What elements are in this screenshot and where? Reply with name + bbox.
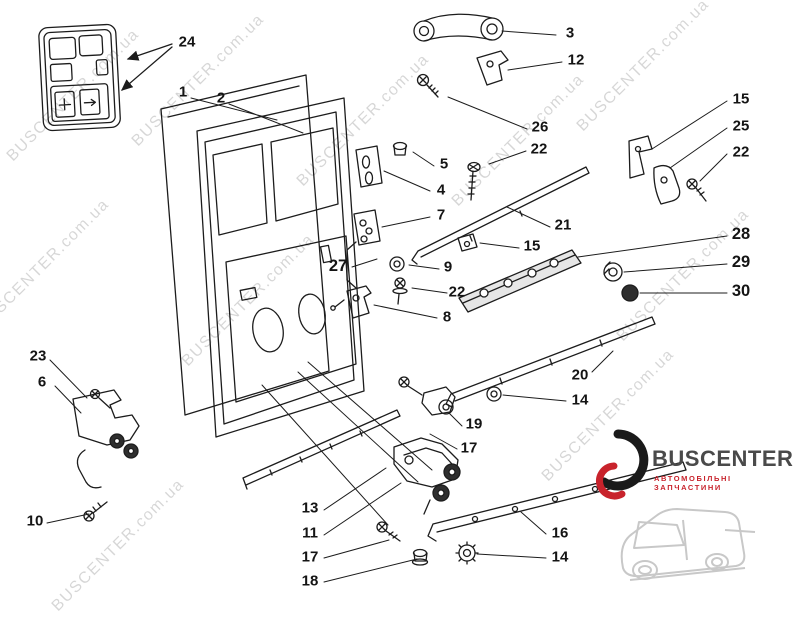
callout-7: 7	[436, 206, 446, 224]
grommet-18	[411, 548, 429, 566]
callout-22-c: 22	[448, 283, 466, 301]
callout-5: 5	[439, 155, 449, 173]
callout-22-b: 22	[732, 143, 750, 161]
roller-bracket-19	[398, 376, 456, 416]
screw-26	[416, 73, 439, 98]
door-outer-panel	[160, 74, 330, 416]
callout-13: 13	[301, 499, 319, 517]
callout-18: 18	[301, 572, 319, 590]
callout-29: 29	[731, 252, 751, 271]
nut-9	[389, 256, 405, 272]
brand-name: BUSCENTER	[652, 446, 794, 471]
callout-9: 9	[443, 258, 453, 276]
callout-17-b: 17	[301, 548, 319, 566]
callout-15-b: 15	[523, 237, 541, 255]
callout-8: 8	[442, 308, 452, 326]
callout-26: 26	[531, 118, 549, 136]
brand-tagline: АВТОМОБІЛЬНІ ЗАПЧАСТИНИ	[654, 474, 732, 492]
callout-2: 2	[216, 89, 226, 107]
callout-15-a: 15	[732, 90, 750, 108]
leader-lines	[46, 30, 728, 583]
callout-14-b: 14	[551, 548, 569, 566]
nut-14-bottom	[455, 541, 479, 565]
callout-21: 21	[554, 216, 572, 234]
bracket-12	[476, 50, 509, 86]
door-inner-frame	[196, 97, 365, 438]
screw-22-upper	[467, 161, 481, 201]
callout-4: 4	[436, 181, 446, 199]
van-sketch-icon	[620, 508, 756, 581]
callout-12: 12	[567, 51, 585, 69]
callout-19: 19	[465, 415, 483, 433]
bolt-22-mid	[392, 277, 408, 305]
callout-27: 27	[328, 256, 348, 275]
callout-14-a: 14	[571, 391, 589, 409]
callout-30: 30	[731, 281, 751, 300]
clip-15-mid	[457, 233, 478, 252]
upper-roller-arm	[413, 13, 504, 42]
callout-11: 11	[302, 524, 318, 542]
callout-25: 25	[732, 117, 750, 135]
callout-6: 6	[37, 373, 47, 391]
clip-5	[392, 141, 408, 156]
bolt-10	[83, 501, 108, 522]
left-hinge-assembly	[72, 388, 140, 489]
bolt-17-bottom	[376, 521, 401, 542]
center-hinge-11	[393, 437, 461, 515]
lower-strip-13	[242, 409, 401, 490]
plate-7	[353, 209, 381, 246]
callout-24: 24	[178, 33, 196, 51]
callout-3: 3	[565, 24, 575, 42]
callout-22-a: 22	[530, 140, 548, 158]
screw-22-right	[686, 178, 707, 202]
middle-rail-20	[445, 316, 656, 408]
cap-30	[621, 284, 639, 302]
sill-channel-28	[458, 249, 582, 313]
door-control-panel	[38, 23, 121, 132]
roller-14-mid	[486, 386, 502, 402]
callout-1: 1	[178, 83, 188, 101]
callout-17-a: 17	[460, 439, 478, 457]
bracket-15-right	[628, 135, 653, 179]
callout-16: 16	[551, 524, 569, 542]
callout-10: 10	[26, 512, 44, 530]
callout-23: 23	[29, 347, 47, 365]
bracket-25	[653, 164, 681, 205]
callout-20: 20	[571, 366, 589, 384]
bracket-8	[330, 285, 372, 319]
buscenter-logo-icon	[596, 429, 649, 500]
callout-28: 28	[731, 224, 751, 243]
washer-29	[603, 261, 623, 282]
plate-4	[355, 145, 383, 188]
